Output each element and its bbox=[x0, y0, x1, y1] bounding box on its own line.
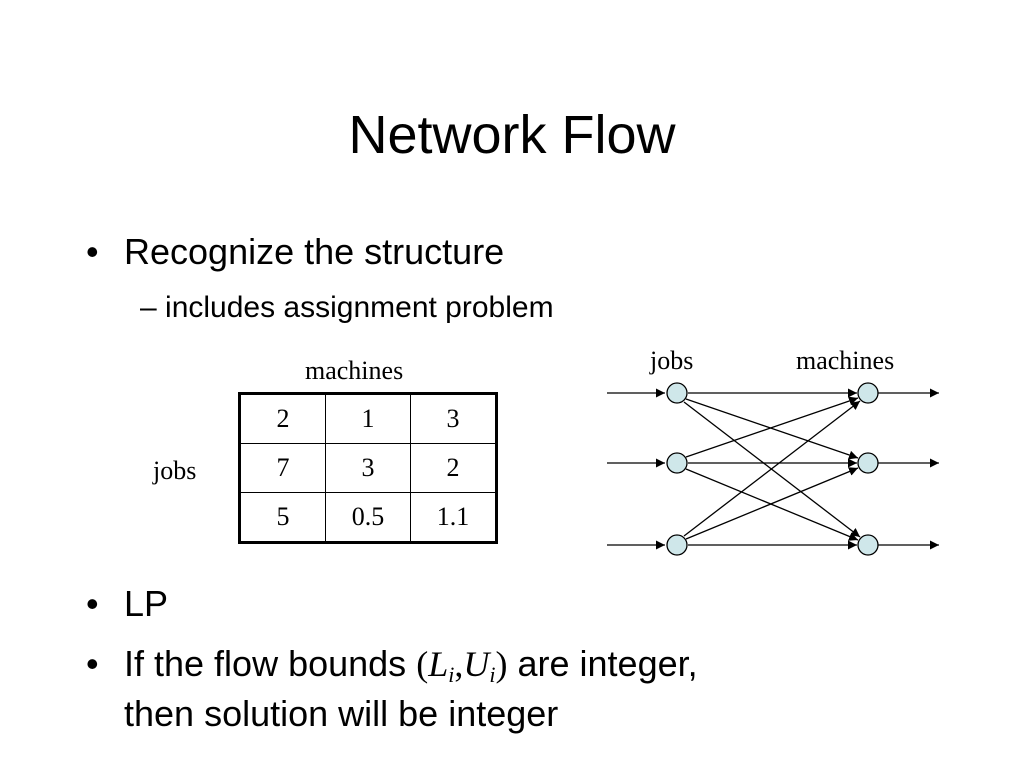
table-cell: 7 bbox=[239, 443, 326, 493]
sub-bullet-text: includes assignment problem bbox=[165, 291, 554, 324]
sub-bullet-assignment: – includes assignment problem bbox=[140, 290, 554, 326]
network-machines-label: machines bbox=[796, 346, 895, 375]
bullet-text: then solution will be integer bbox=[124, 693, 559, 734]
flow-bounds-formula: (Li,Ui) bbox=[416, 644, 508, 687]
cost-table: 2 1 3 7 3 2 5 0.5 1.1 bbox=[238, 392, 498, 544]
assignment-edge bbox=[685, 468, 859, 541]
assignment-edge bbox=[685, 396, 859, 458]
bullet-text: Recognize the structure bbox=[124, 231, 505, 272]
table-cell: 2 bbox=[239, 393, 326, 444]
bullet-marker: • bbox=[86, 643, 99, 684]
assignment-edge bbox=[685, 467, 859, 540]
machine-node bbox=[857, 382, 879, 404]
bullet-marker: • bbox=[86, 583, 99, 624]
table-cell: 3 bbox=[325, 443, 411, 493]
machine-node bbox=[857, 534, 879, 556]
bullet-text: If the flow bounds bbox=[124, 643, 407, 684]
assignment-edge bbox=[683, 400, 861, 537]
job-node bbox=[666, 534, 688, 556]
network-jobs-label: jobs bbox=[650, 346, 694, 375]
table-row-header: jobs bbox=[153, 456, 197, 485]
assignment-edge bbox=[685, 398, 859, 460]
table-cell: 5 bbox=[239, 492, 326, 543]
slide-title: Network Flow bbox=[348, 105, 676, 165]
machine-node bbox=[857, 452, 879, 474]
sub-bullet-marker: – bbox=[140, 291, 157, 324]
bullet-text-continued: are integer, bbox=[517, 643, 698, 684]
table-cell: 0.5 bbox=[325, 492, 411, 543]
bullet-marker: • bbox=[86, 231, 99, 272]
table-cell: 1.1 bbox=[410, 492, 497, 543]
table-row: 5 0.5 1.1 bbox=[239, 492, 497, 543]
assignment-edge bbox=[683, 401, 861, 538]
table-row: 2 1 3 bbox=[239, 393, 497, 444]
job-node bbox=[666, 382, 688, 404]
job-node bbox=[666, 452, 688, 474]
table-column-header: machines bbox=[305, 356, 404, 385]
bullet-text: LP bbox=[124, 583, 169, 624]
